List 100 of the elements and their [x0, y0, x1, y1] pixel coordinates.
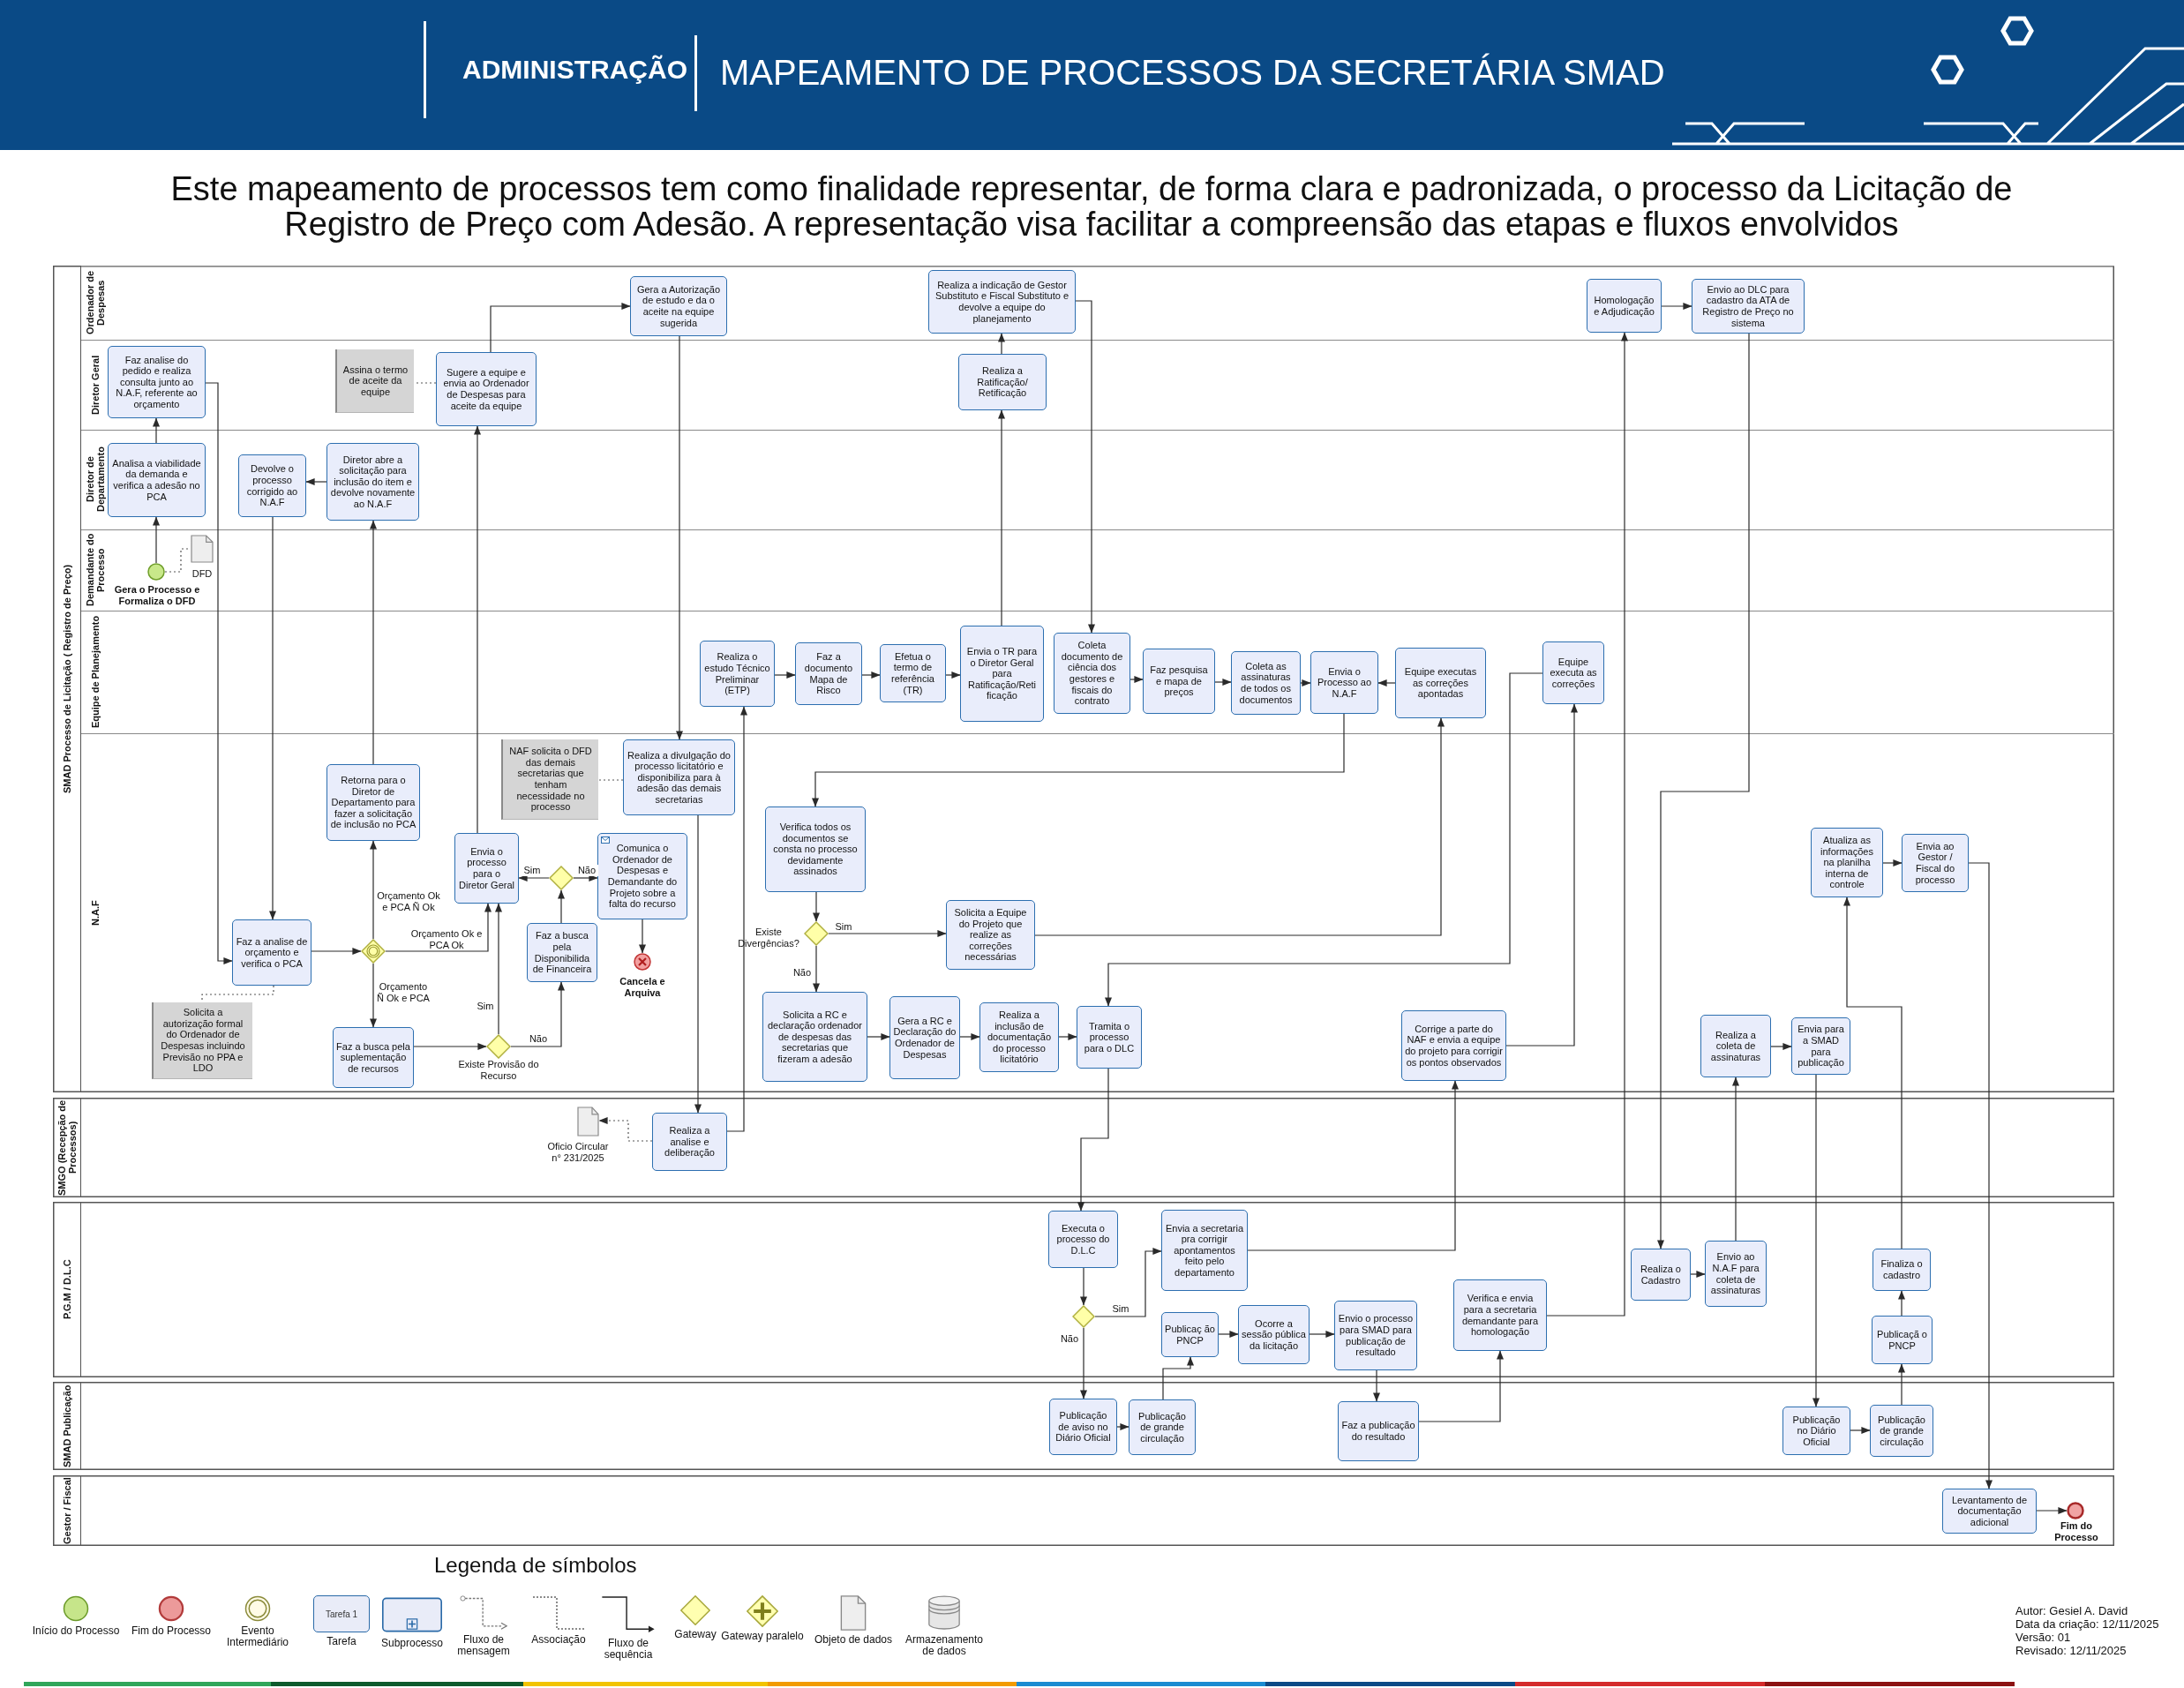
arrow [1094, 1248, 1162, 1317]
gateway-diamond [804, 921, 829, 946]
arrow [153, 417, 160, 444]
process-box: Realiza o estudo Técnico Preliminar (ETP) [700, 641, 775, 707]
gateway-label: Existe Provisão do Recurso [457, 1059, 540, 1082]
lane-title: N.A.F [88, 899, 101, 927]
annotation-note: Solicita a autorização formal do Ordenador de Despesas incluindo Previsão no PPA e LDO [152, 1002, 252, 1079]
process-box: Realiza o Cadastro [1631, 1249, 1691, 1301]
process-box: Solicita a RC e declaração ordenador de despesas das secretarias que fizeram a adesão [762, 992, 867, 1082]
arrow [1898, 1363, 1905, 1406]
arrow [370, 520, 377, 765]
gateway-diamond [486, 1034, 511, 1059]
arrow [867, 1033, 890, 1040]
arrow [1732, 1077, 1739, 1242]
arrow [1377, 679, 1396, 686]
process-box: Envio ao DLC para cadastro da ATA de Registro de Preço no sistema [1692, 279, 1805, 334]
gateway-diamond [1072, 1305, 1095, 1328]
process-box: Equipe executa as correções [1542, 641, 1604, 704]
process-box: Publicação no Diário Oficial [1782, 1407, 1850, 1455]
arrow [945, 671, 961, 679]
arrow [518, 874, 550, 882]
legend-label: Início do Processo [32, 1625, 120, 1637]
process-box: Envia ao Gestor / Fiscal do processo [1902, 834, 1969, 892]
pool-title: SMAD Processo de Licitação ( Registro de Preço) [53, 266, 81, 1092]
pool [53, 1382, 2114, 1470]
lane-title: Equipe de Planejamento [88, 614, 101, 731]
arrow [1116, 1423, 1130, 1430]
legend-label: Gateway paralelo [721, 1631, 804, 1642]
arrow [510, 981, 565, 1047]
process-box: Homologação e Adjudicação [1587, 279, 1662, 333]
process-box: Gera a RC e Declaração do Ordenador de Despesas [889, 996, 960, 1079]
document-label: DFD [191, 568, 214, 580]
process-box: Envia a secretaria pra corrigir apontamentos feito pelo departamento [1161, 1210, 1248, 1291]
arrow [490, 303, 631, 353]
arrow [639, 919, 646, 954]
process-box: Publicação de grande circulação [1870, 1405, 1933, 1457]
pool [53, 1475, 2114, 1546]
arrow [305, 478, 327, 485]
page-title: MAPEAMENTO DE PROCESSOS DA SECRETÁRIA SMAD [720, 53, 1665, 93]
process-box: Realiza a analise e deliberação [652, 1113, 727, 1171]
arrow [1162, 1356, 1194, 1400]
edge-label: Não [1058, 1333, 1081, 1345]
lane-title: Ordenador de Despesas [83, 269, 107, 337]
arrow [1898, 1290, 1905, 1317]
process-box: Faz a busca pela Disponibilida de Financeira [527, 923, 597, 982]
arrow [813, 945, 820, 993]
arrow [1770, 1043, 1792, 1050]
process-box: Levantamento de documentação adicional [1942, 1489, 2037, 1534]
process-box: Publicação de aviso no Diário Oficial [1049, 1399, 1117, 1455]
author-note: Revisado: 12/11/2025 [2015, 1644, 2128, 1657]
edge-label: Orçamento Ñ Ok e PCA [377, 981, 430, 1004]
arrow [385, 903, 492, 952]
process-box: Envia para a SMAD para publicação [1791, 1017, 1850, 1075]
arrow [558, 889, 565, 924]
author-note: Data da criação: 12/11/2025 [2015, 1617, 2159, 1631]
process-box: Corrige a parte do NAF e envia a equipe do projeto para corrigir os pontos observados [1401, 1010, 1506, 1081]
process-box: Sugere a equipe e envia ao Ordenador de Despesas para aceite da equipe [436, 352, 537, 426]
process-box: Retorna para o Diretor de Departamento para fazer a solicitação de inclusão no PCA [326, 764, 420, 841]
arrow [1214, 679, 1232, 686]
pool-title: SMAD Publicação [53, 1382, 81, 1470]
pool-title: Gestor / Fiscal [53, 1475, 81, 1546]
arrow [1105, 672, 1543, 1007]
pool [53, 1098, 2114, 1197]
process-box: Envio o processo para SMAD para publicação de resultado [1334, 1301, 1417, 1370]
arrow [1247, 1080, 1459, 1251]
arrow [694, 814, 702, 1114]
arrow [1034, 717, 1445, 936]
process-box: Realiza a coleta de assinaturas [1700, 1015, 1771, 1077]
arrow [413, 1043, 487, 1050]
edge-label: Orçamento Ok e PCA Ñ Ok [377, 890, 440, 913]
process-box: Envio ao N.A.F para coleta de assinaturas [1705, 1241, 1767, 1307]
dotted-arrow [598, 1117, 653, 1142]
arrow [1218, 1331, 1239, 1338]
arrow [1080, 1327, 1087, 1399]
process-box: Equipe executas as correções apontadas [1395, 648, 1486, 718]
intro-paragraph: Este mapeamento de processos tem como finalidade representar, de forma clara e padronizada, o processo da Licitação de Registro de Preço com Adesão. A representação visa facilitar a compreensão das etapas e fluxos envolvidos [169, 171, 2014, 242]
association-line [597, 779, 624, 781]
arrow [861, 671, 881, 679]
process-box: Publicaç ão PNCP [1161, 1312, 1219, 1357]
lane-title: Diretor Geral [88, 354, 101, 416]
data-document [577, 1107, 599, 1137]
arrow [495, 903, 502, 1035]
pool-title: SMGO (Recepção de Processos) [53, 1098, 81, 1197]
arrow [153, 516, 160, 564]
arrow [1077, 1068, 1109, 1212]
edge-label: Sim [1110, 1303, 1131, 1315]
legend-title: Legenda de símbolos [434, 1553, 637, 1578]
legend-label: Subprocesso [380, 1638, 443, 1649]
arrow [1968, 862, 1993, 1489]
process-box: Coleta as assinaturas de todos os documentos [1231, 651, 1301, 715]
process-box: Atualiza as informações na planilha interna de controle [1811, 828, 1883, 897]
arrow [205, 382, 233, 964]
event-label: Gera o Processo e Formaliza o DFD [113, 584, 201, 607]
gateway-diamond [361, 939, 386, 964]
lane-title: Demandante do Processo [83, 532, 107, 609]
arrow [1418, 1350, 1504, 1422]
end-event-circle [2067, 1502, 2084, 1519]
process-box: Ocorre a sessão pública da licitação [1238, 1305, 1310, 1364]
arrow [474, 425, 481, 834]
author-note: Autor: Gesiel A. David [2015, 1604, 2129, 1617]
